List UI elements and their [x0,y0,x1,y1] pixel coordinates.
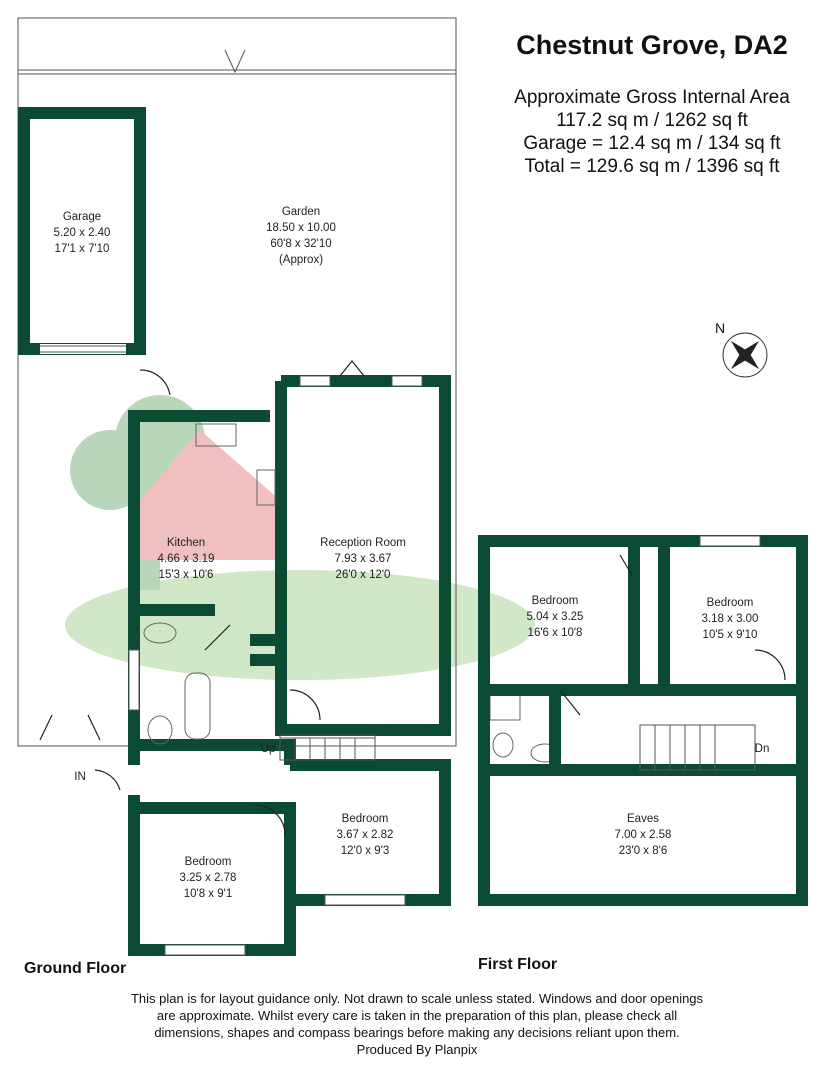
room-metric: 4.66 x 3.19 [158,553,215,565]
room-imperial: 12'0 x 9'3 [341,845,390,857]
compass-icon: N [715,320,768,378]
ground-floor-label: Ground Floor [24,960,127,977]
area-heading: Approximate Gross Internal Area [514,87,790,108]
entrance-label: IN [74,771,86,783]
room-imperial: 26'0 x 12'0 [336,569,391,581]
room-name: Bedroom [707,597,754,609]
room-imperial: 17'1 x 7'10 [55,243,110,255]
room-name: Garage [63,211,101,223]
room-metric: 3.18 x 3.00 [702,613,759,625]
room-note: (Approx) [279,254,323,266]
room-imperial: 23'0 x 8'6 [619,845,668,857]
room-name: Garden [282,206,320,218]
property-title: Chestnut Grove, DA2 [516,30,788,60]
room-name: Bedroom [185,856,232,868]
room-imperial: 10'8 x 9'1 [184,888,233,900]
windows [128,375,423,956]
doors [39,360,365,836]
room-name: Eaves [627,813,659,825]
area-total: Total = 129.6 sq m / 1396 sq ft [524,156,780,177]
room-imperial: 16'6 x 10'8 [528,627,583,639]
room-metric: 18.50 x 10.00 [266,222,336,234]
first-floor-label: First Floor [478,956,558,973]
room-name: Bedroom [532,595,579,607]
room-imperial: 15'3 x 10'6 [159,569,214,581]
room-name: Kitchen [167,537,205,549]
stairs-label: Dn [755,743,770,755]
disclaimer: This plan is for layout guidance only. N… [60,990,774,1058]
room-metric: 5.04 x 3.25 [527,611,584,623]
room-metric: 3.25 x 2.78 [180,872,237,884]
disclaimer-line: are approximate. Whilst every care is ta… [156,1008,678,1023]
room-metric: 3.67 x 2.82 [337,829,394,841]
area-main: 117.2 sq m / 1262 sq ft [556,110,748,131]
area-garage: Garage = 12.4 sq m / 134 sq ft [523,133,781,154]
stairs-label: Up [261,743,276,755]
room-name: Bedroom [342,813,389,825]
room-imperial: 60'8 x 32'10 [270,238,331,250]
room-name: Reception Room [320,537,406,549]
compass-label: N [715,320,725,336]
room-labels: Garage 5.20 x 2.40 17'1 x 7'10 Garden 18… [54,206,770,900]
room-imperial: 10'5 x 9'10 [703,629,758,641]
room-metric: 7.93 x 3.67 [335,553,392,565]
producer-credit: Produced By Planpix [356,1042,478,1057]
room-metric: 5.20 x 2.40 [54,227,111,239]
first-floor-walls [478,535,808,906]
disclaimer-line: This plan is for layout guidance only. N… [130,991,704,1006]
room-metric: 7.00 x 2.58 [615,829,672,841]
area-summary: Approximate Gross Internal Area 117.2 sq… [470,86,834,178]
disclaimer-line: dimensions, shapes and compass bearings … [154,1025,680,1040]
stairs-ground [280,737,375,761]
